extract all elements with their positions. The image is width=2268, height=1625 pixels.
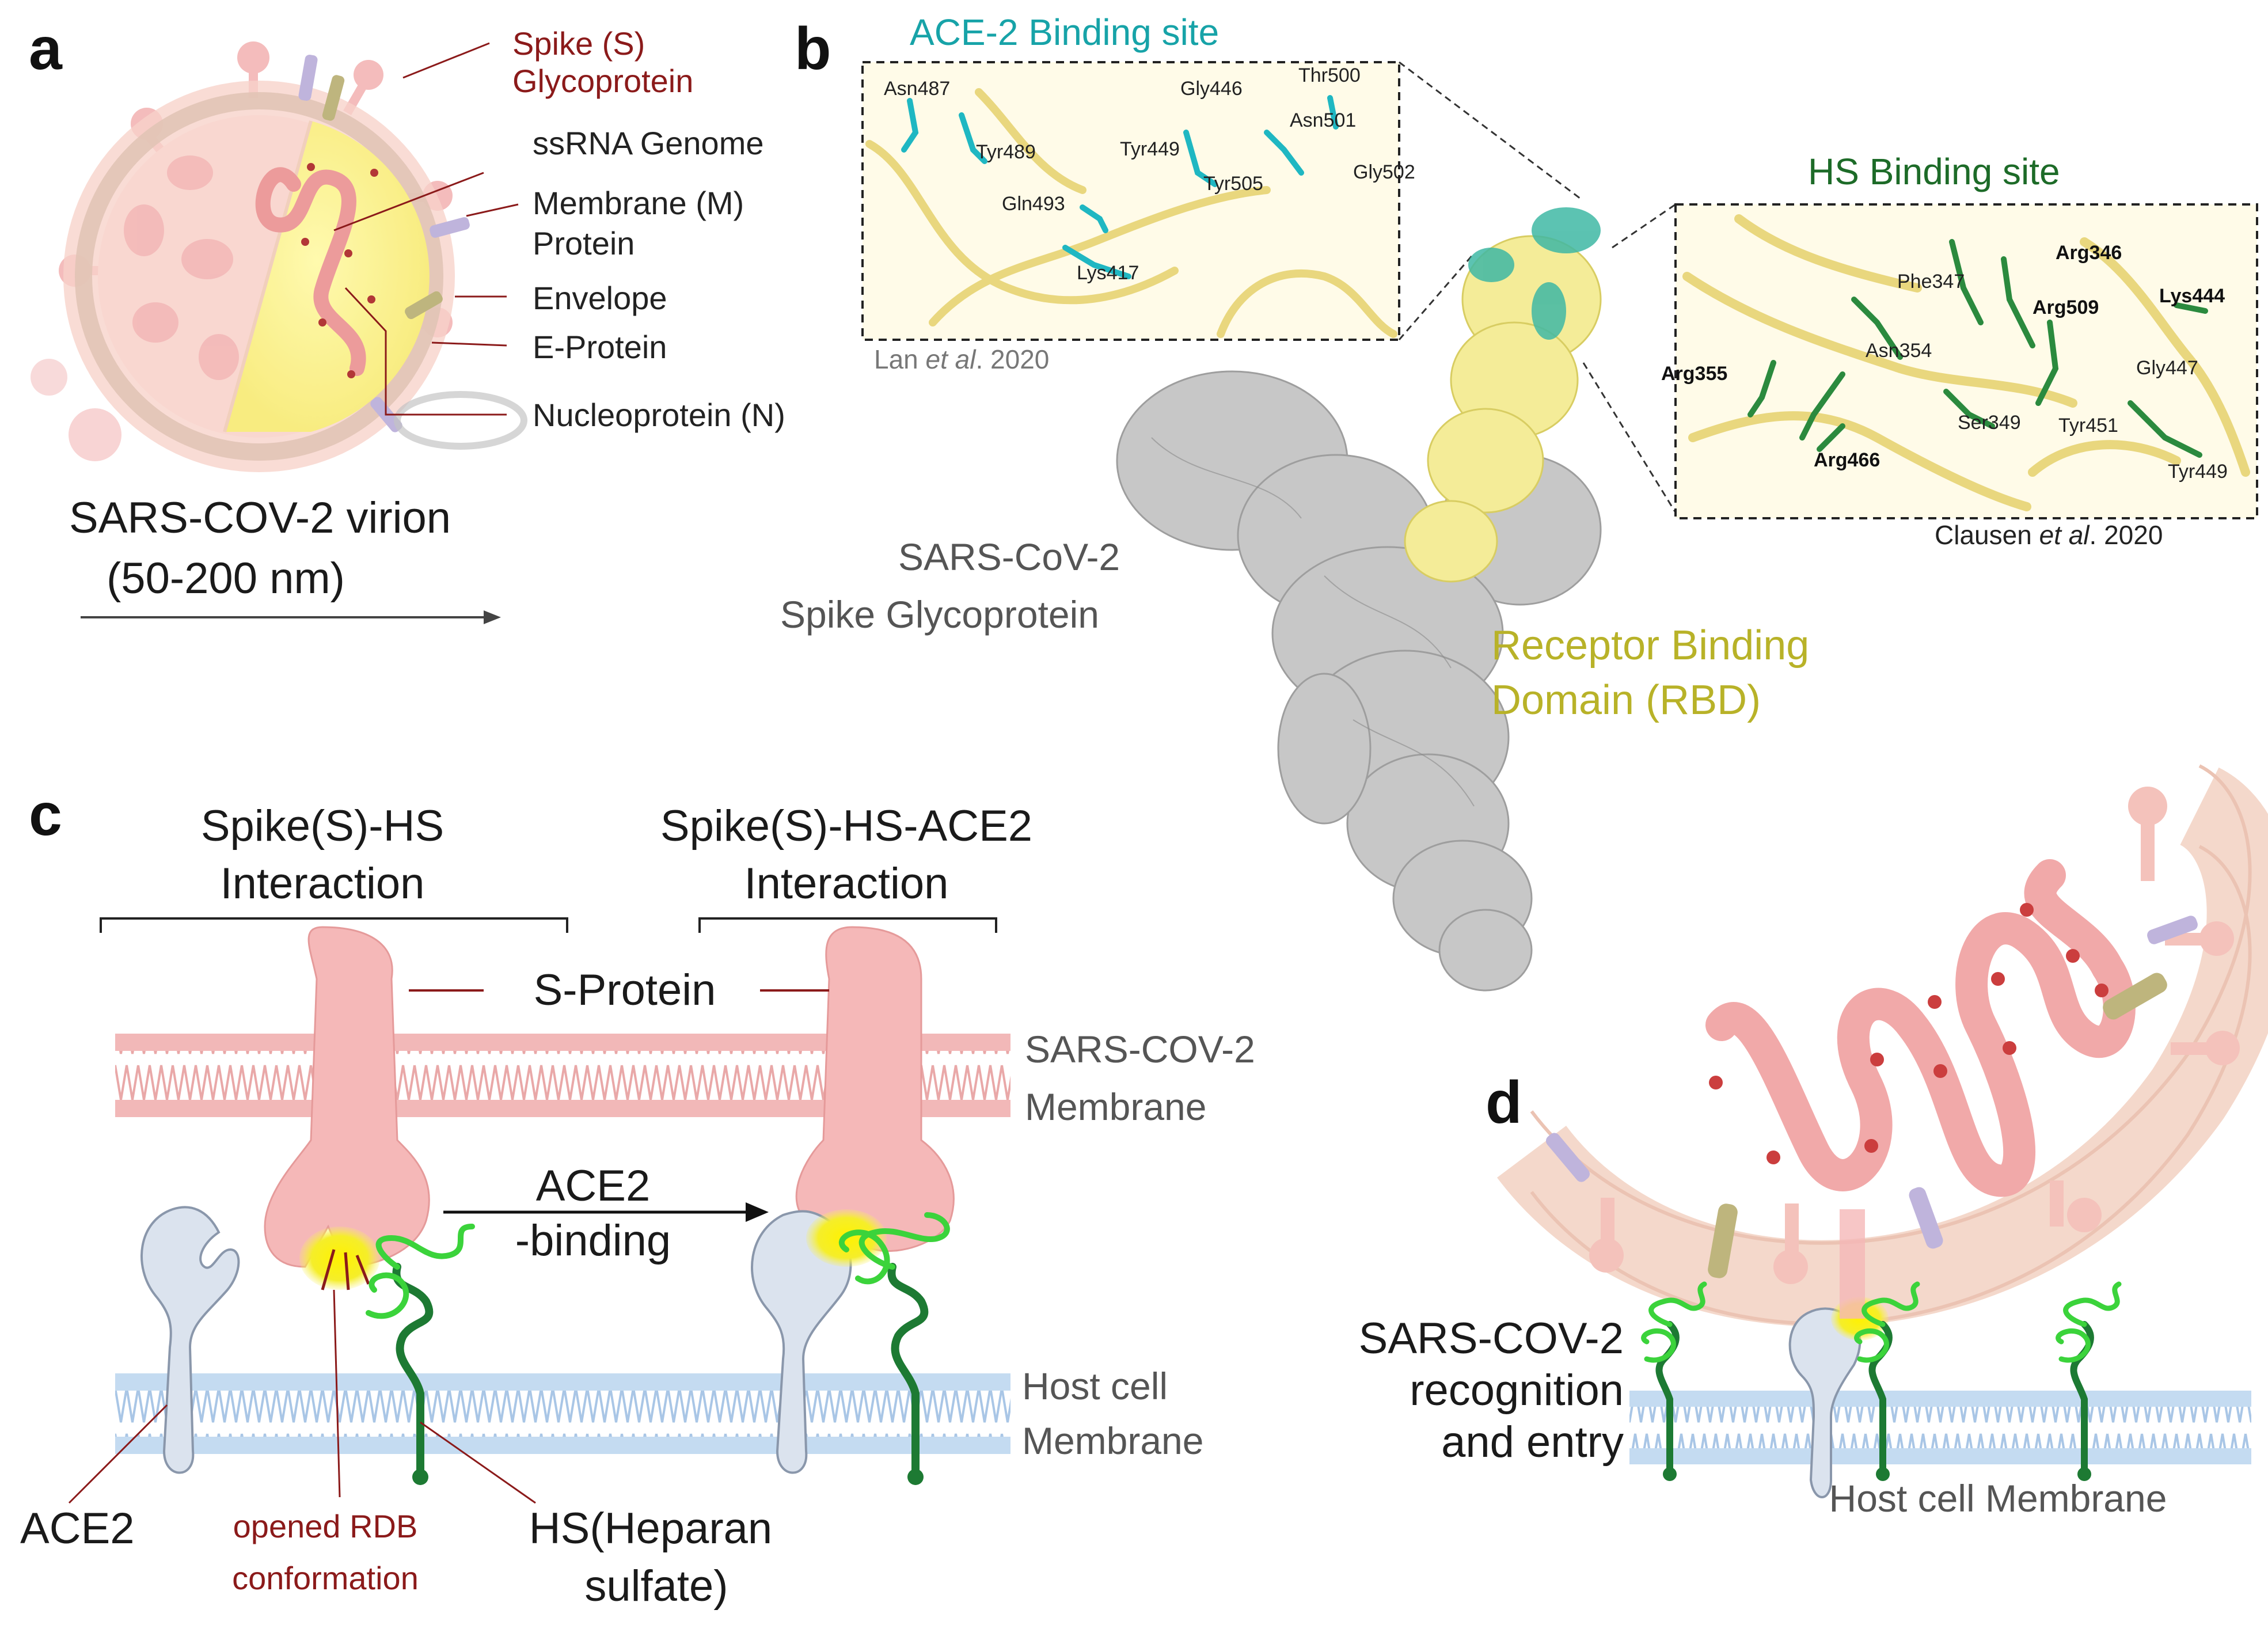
ace2-residue-tyr505: Tyr505 [1203,173,1263,195]
hs-residue-arg509: Arg509 [2033,297,2099,318]
hs-label-2: sulfate) [584,1562,728,1611]
label-envelope: Envelope [533,280,667,316]
hs-residue-gly447: Gly447 [2136,357,2198,379]
citation-clausen: Clausen et al. 2020 [1935,520,2163,550]
hs-label-1: HS(Heparan [529,1504,772,1553]
rbd-label-1: Receptor Binding [1491,622,1809,669]
ace2-entry-d [1788,1209,1889,1498]
label-e-protein: E-Protein [533,329,667,365]
virion-caption-2: (50-200 nm) [107,554,345,603]
virion-leader-lines [333,42,519,416]
panel-letter-c: c [29,781,62,848]
ace2-residue-tyr449: Tyr449 [1120,138,1180,160]
ace2-residue-asn501: Asn501 [1290,109,1356,131]
hs-residue-ser349: Ser349 [1958,412,2021,434]
recognition-label-2: recognition [1410,1366,1624,1415]
label-spike-glycoprotein-2: Glycoprotein [512,63,693,99]
hs-residue-tyr449: Tyr449 [2168,461,2228,483]
panel-letter-d: d [1486,1069,1522,1136]
hs-residue-phe347: Phe347 [1897,271,1965,293]
hs-residue-arg346: Arg346 [2056,242,2122,264]
hs-residue-arg466: Arg466 [1814,449,1880,471]
hs-residue-lys444: Lys444 [2159,285,2225,307]
rbd-label-2: Domain (RBD) [1491,677,1761,723]
ace2-label: ACE2 [20,1504,135,1553]
ace2-binding-arrow-label-2: -binding [515,1216,671,1265]
host-membrane-label-2: Membrane [1022,1419,1203,1462]
spike-glycoprotein-structure [1116,207,1602,992]
virus-membrane-label-2: Membrane [1025,1085,1206,1128]
ace2-residue-gln493: Gln493 [1002,193,1065,215]
opened-rdb-label-1: opened RDB [233,1508,418,1544]
opened-rdb-label-2: conformation [232,1560,419,1596]
label-spike-glycoprotein-1: Spike (S) [512,25,645,62]
host-cell-membrane [115,1373,1010,1454]
panel-letter-b: b [795,16,831,82]
hs-binding-site-title: HS Binding site [1808,151,2060,192]
s-protein-label: S-Protein [534,966,716,1015]
host-cell-membrane-d [1629,1391,2251,1464]
spike-label-1: SARS-CoV-2 [898,536,1120,578]
recognition-label-1: SARS-COV-2 [1359,1314,1624,1363]
ace2-residue-lys417: Lys417 [1077,262,1139,284]
virion-illustration [31,41,527,472]
hs-residue-asn354: Asn354 [1866,340,1932,362]
label-nucleoprotein: Nucleoprotein (N) [533,397,785,433]
panel-letter-a: a [29,16,63,82]
s-protein-left [264,926,430,1290]
citation-lan: Lan et al. 2020 [874,344,1049,374]
virion-entry-illustration [1497,764,2268,1327]
hs-residue-arg355: Arg355 [1661,363,1727,385]
ace2-binding-site-box [861,61,1400,341]
heading-spike-hs-ace2-1: Spike(S)-HS-ACE2 [660,802,1032,851]
ace2-residue-gly502: Gly502 [1353,161,1415,183]
spike-label-2: Spike Glycoprotein [780,593,1099,636]
ace2-binding-arrow-label-1: ACE2 [536,1161,651,1210]
ace2-residue-tyr489: Tyr489 [976,141,1036,163]
virion-caption-1: SARS-COV-2 virion [69,493,451,542]
heparan-sulfate-chains [366,1212,950,1485]
hs-residue-tyr451: Tyr451 [2058,415,2118,436]
heading-spike-hs-2: Interaction [221,859,425,908]
host-membrane-label-1: Host cell [1022,1365,1168,1407]
ace2-residue-gly446: Gly446 [1180,78,1243,100]
ace2-binding-site-title: ACE-2 Binding site [910,12,1219,53]
heading-spike-hs-ace2-2: Interaction [744,859,949,908]
label-ssrna-genome: ssRNA Genome [533,125,764,161]
host-membrane-label-d: Host cell Membrane [1829,1477,2167,1520]
ace2-receptor-left [140,1206,240,1474]
label-membrane-protein-1: Membrane (M) [533,185,744,221]
ace2-residue-thr500: Thr500 [1298,64,1361,86]
label-membrane-protein-2: Protein [533,225,635,261]
hs-binding-site-box [1674,203,2258,519]
recognition-label-3: and entry [1441,1418,1624,1467]
heading-spike-hs-1: Spike(S)-HS [201,802,444,851]
heparan-sulfate-chains-d [1641,1281,2122,1481]
ace2-residue-asn487: Asn487 [884,78,950,100]
virus-membrane-label-1: SARS-COV-2 [1025,1028,1255,1070]
